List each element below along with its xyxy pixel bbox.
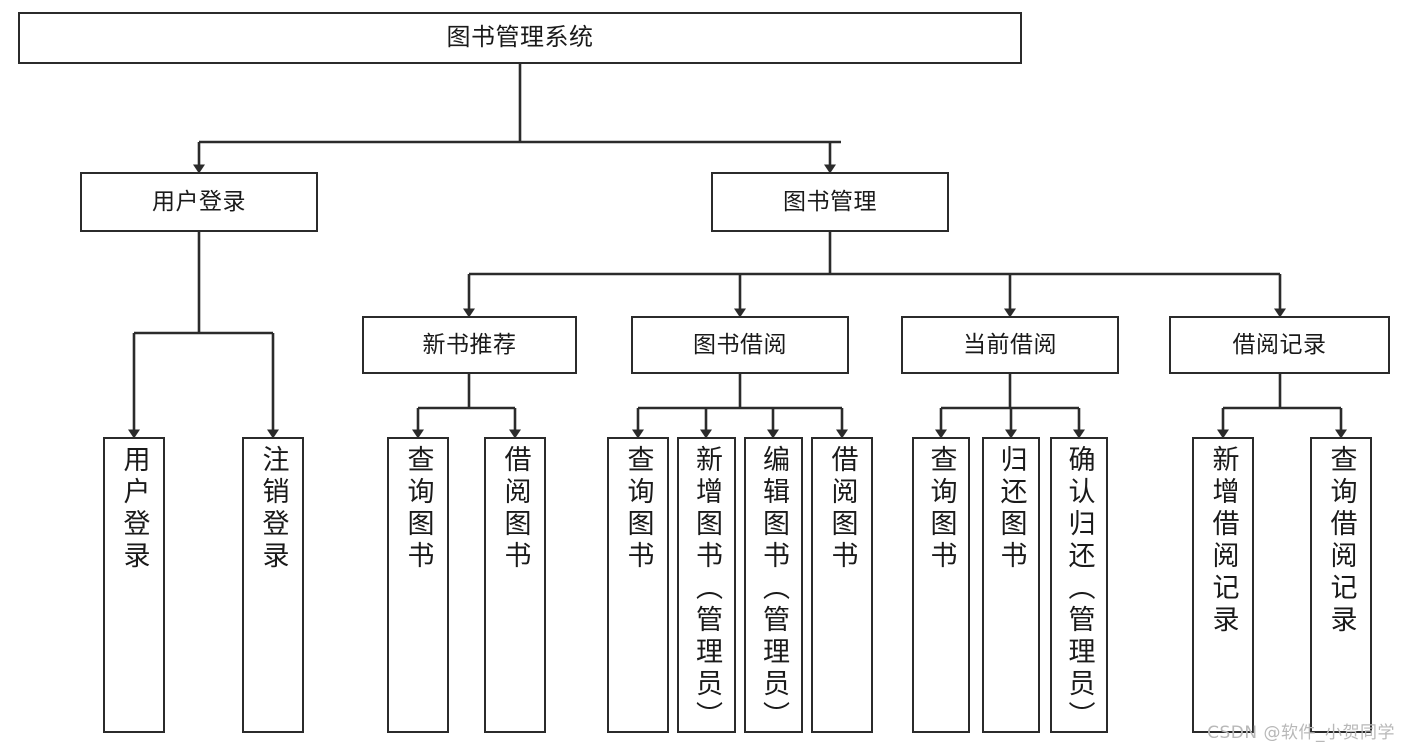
node-leaf-edit-book[interactable]: 编辑图书（管理员）	[744, 437, 803, 733]
node-leaf-borrow-book-1-label: 借阅图书	[499, 445, 531, 573]
node-leaf-add-borrow-record[interactable]: 新增借阅记录	[1192, 437, 1254, 733]
node-borrow-record-label: 借阅记录	[1232, 331, 1327, 358]
node-new-book-recommend[interactable]: 新书推荐	[362, 316, 577, 374]
node-leaf-return-book-label: 归还图书	[995, 445, 1027, 573]
node-leaf-query-book-1[interactable]: 查询图书	[387, 437, 449, 733]
node-leaf-edit-book-label: 编辑图书（管理员）	[758, 445, 789, 733]
node-current-borrow[interactable]: 当前借阅	[901, 316, 1119, 374]
node-leaf-add-book[interactable]: 新增图书（管理员）	[677, 437, 736, 733]
node-leaf-query-book-2-label: 查询图书	[622, 445, 654, 573]
node-leaf-borrow-book-2-label: 借阅图书	[826, 445, 858, 573]
node-user-login[interactable]: 用户登录	[80, 172, 318, 232]
node-leaf-logout-login[interactable]: 注销登录	[242, 437, 304, 733]
node-root[interactable]: 图书管理系统	[18, 12, 1022, 64]
node-leaf-query-book-2[interactable]: 查询图书	[607, 437, 669, 733]
node-book-manage-label: 图书管理	[783, 188, 877, 215]
node-leaf-confirm-return[interactable]: 确认归还（管理员）	[1050, 437, 1108, 733]
node-new-book-recommend-label: 新书推荐	[422, 331, 517, 358]
csdn-watermark: CSDN @软件_小贺同学	[1207, 723, 1395, 743]
node-leaf-query-book-3-label: 查询图书	[925, 445, 957, 573]
node-leaf-user-login-label: 用户登录	[118, 445, 150, 573]
node-leaf-query-book-1-label: 查询图书	[402, 445, 434, 573]
node-leaf-add-book-label: 新增图书（管理员）	[691, 445, 722, 733]
node-leaf-user-login[interactable]: 用户登录	[103, 437, 165, 733]
node-leaf-borrow-book-1[interactable]: 借阅图书	[484, 437, 546, 733]
node-current-borrow-label: 当前借阅	[963, 331, 1057, 358]
node-leaf-add-borrow-record-label: 新增借阅记录	[1207, 445, 1239, 637]
node-user-login-label: 用户登录	[152, 188, 246, 215]
node-root-label: 图书管理系统	[446, 23, 594, 52]
node-borrow-record[interactable]: 借阅记录	[1169, 316, 1390, 374]
node-book-borrow[interactable]: 图书借阅	[631, 316, 849, 374]
node-book-borrow-label: 图书借阅	[693, 331, 787, 358]
node-leaf-confirm-return-label: 确认归还（管理员）	[1063, 445, 1095, 733]
node-leaf-borrow-book-2[interactable]: 借阅图书	[811, 437, 873, 733]
node-leaf-query-borrow-record-label: 查询借阅记录	[1325, 445, 1357, 637]
node-leaf-logout-login-label: 注销登录	[257, 445, 289, 573]
node-book-manage[interactable]: 图书管理	[711, 172, 949, 232]
node-leaf-query-borrow-record[interactable]: 查询借阅记录	[1310, 437, 1372, 733]
node-leaf-return-book[interactable]: 归还图书	[982, 437, 1040, 733]
node-leaf-query-book-3[interactable]: 查询图书	[912, 437, 970, 733]
